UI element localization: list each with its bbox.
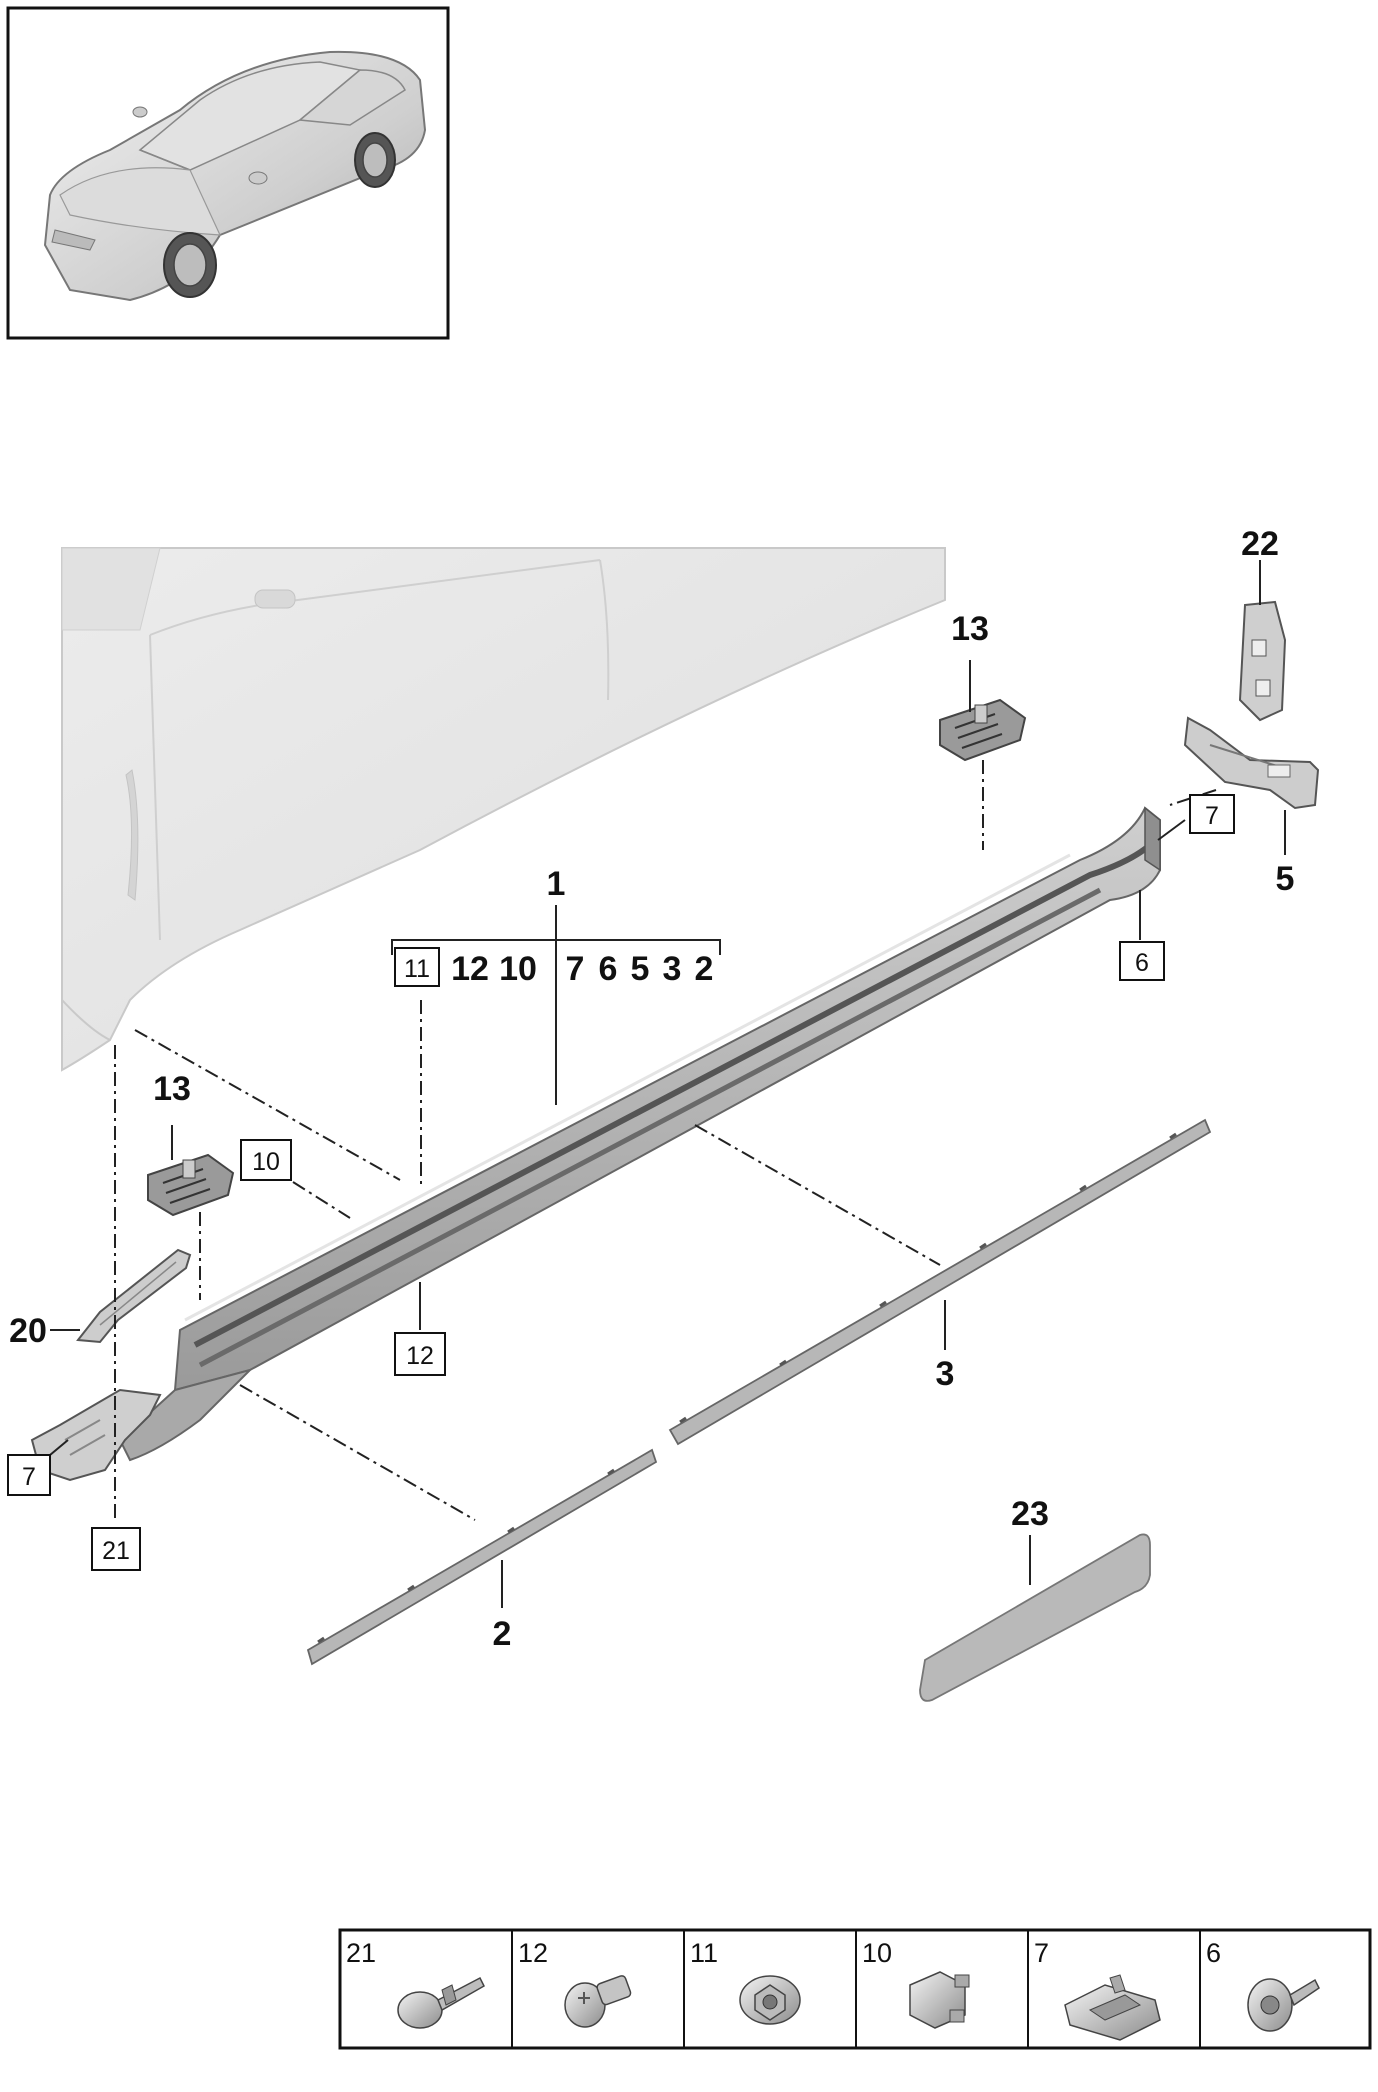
callout-6: 6 [1135,949,1149,977]
screw-icon [564,1975,632,2028]
callout-7-left-box [7,1454,51,1496]
callout-3: 3 [936,1355,955,1393]
clip-nut-icon [909,1971,970,2029]
leader-lines [49,560,1286,1608]
callout-1-group-12: 12 [451,950,489,988]
callout-1-group-7: 7 [566,950,585,988]
legend-number-6: 6 [1206,1938,1221,1968]
callout-6-box [1119,941,1165,981]
callout-21-box [91,1527,141,1571]
callout-13-left: 13 [153,1070,191,1108]
car-thumbnail-icon [43,50,427,302]
nut-washer-icon [739,1975,801,2025]
callout-7-right-box [1189,794,1235,834]
callout-1-group-10: 10 [499,950,537,988]
callout-12-box [394,1332,446,1376]
callout-1-group-11-box [394,947,440,987]
mounting-bracket-rear [939,698,1027,762]
legend-number-10: 10 [862,1938,892,1968]
callout-10: 10 [252,1148,280,1176]
callout-1-group-3: 3 [663,950,682,988]
push-rivet-icon [1247,1978,1320,2032]
callout-12: 12 [406,1342,434,1370]
legend-number-11: 11 [690,1938,718,1968]
callout-2: 2 [493,1615,512,1653]
callout-13-top: 13 [951,610,989,648]
side-sill-panel [118,806,1161,1462]
callout-10-box [240,1139,292,1181]
front-bracket [30,1388,162,1482]
callout-21: 21 [102,1537,130,1565]
callout-1-group-11: 11 [404,955,430,983]
legend-number-21: 21 [346,1938,376,1968]
callout-5: 5 [1276,860,1295,898]
hardware-legend: 21 12 11 10 7 [338,1928,1372,2050]
callout-20: 20 [9,1312,47,1350]
front-trim-piece [76,1248,192,1344]
protective-foil [919,1533,1151,1702]
callout-labels: 1 11 12 10 7 6 5 3 2 13 22 5 7 6 13 10 2… [7,525,1295,1653]
mounting-bracket-front [147,1153,235,1217]
trim-strip-rear [668,1118,1212,1446]
ghost-car-body [61,547,946,1072]
callout-7-right: 7 [1205,802,1219,830]
rear-end-cover [1238,600,1287,722]
callout-1-group-6: 6 [599,950,618,988]
legend-number-12: 12 [518,1938,548,1968]
spring-clip-icon [1064,1974,1161,2041]
callout-1-group-2: 2 [695,950,714,988]
legend-number-7: 7 [1034,1938,1049,1968]
callout-1-group-5: 5 [631,950,650,988]
callout-1: 1 [547,865,566,903]
callout-23: 23 [1011,1495,1049,1533]
expanding-rivet-icon [397,1976,485,2029]
rear-bracket [1183,716,1320,810]
callout-7-left: 7 [22,1463,36,1491]
trim-strip-front [306,1448,658,1666]
callout-22: 22 [1241,525,1279,563]
vehicle-thumbnail [6,6,450,340]
